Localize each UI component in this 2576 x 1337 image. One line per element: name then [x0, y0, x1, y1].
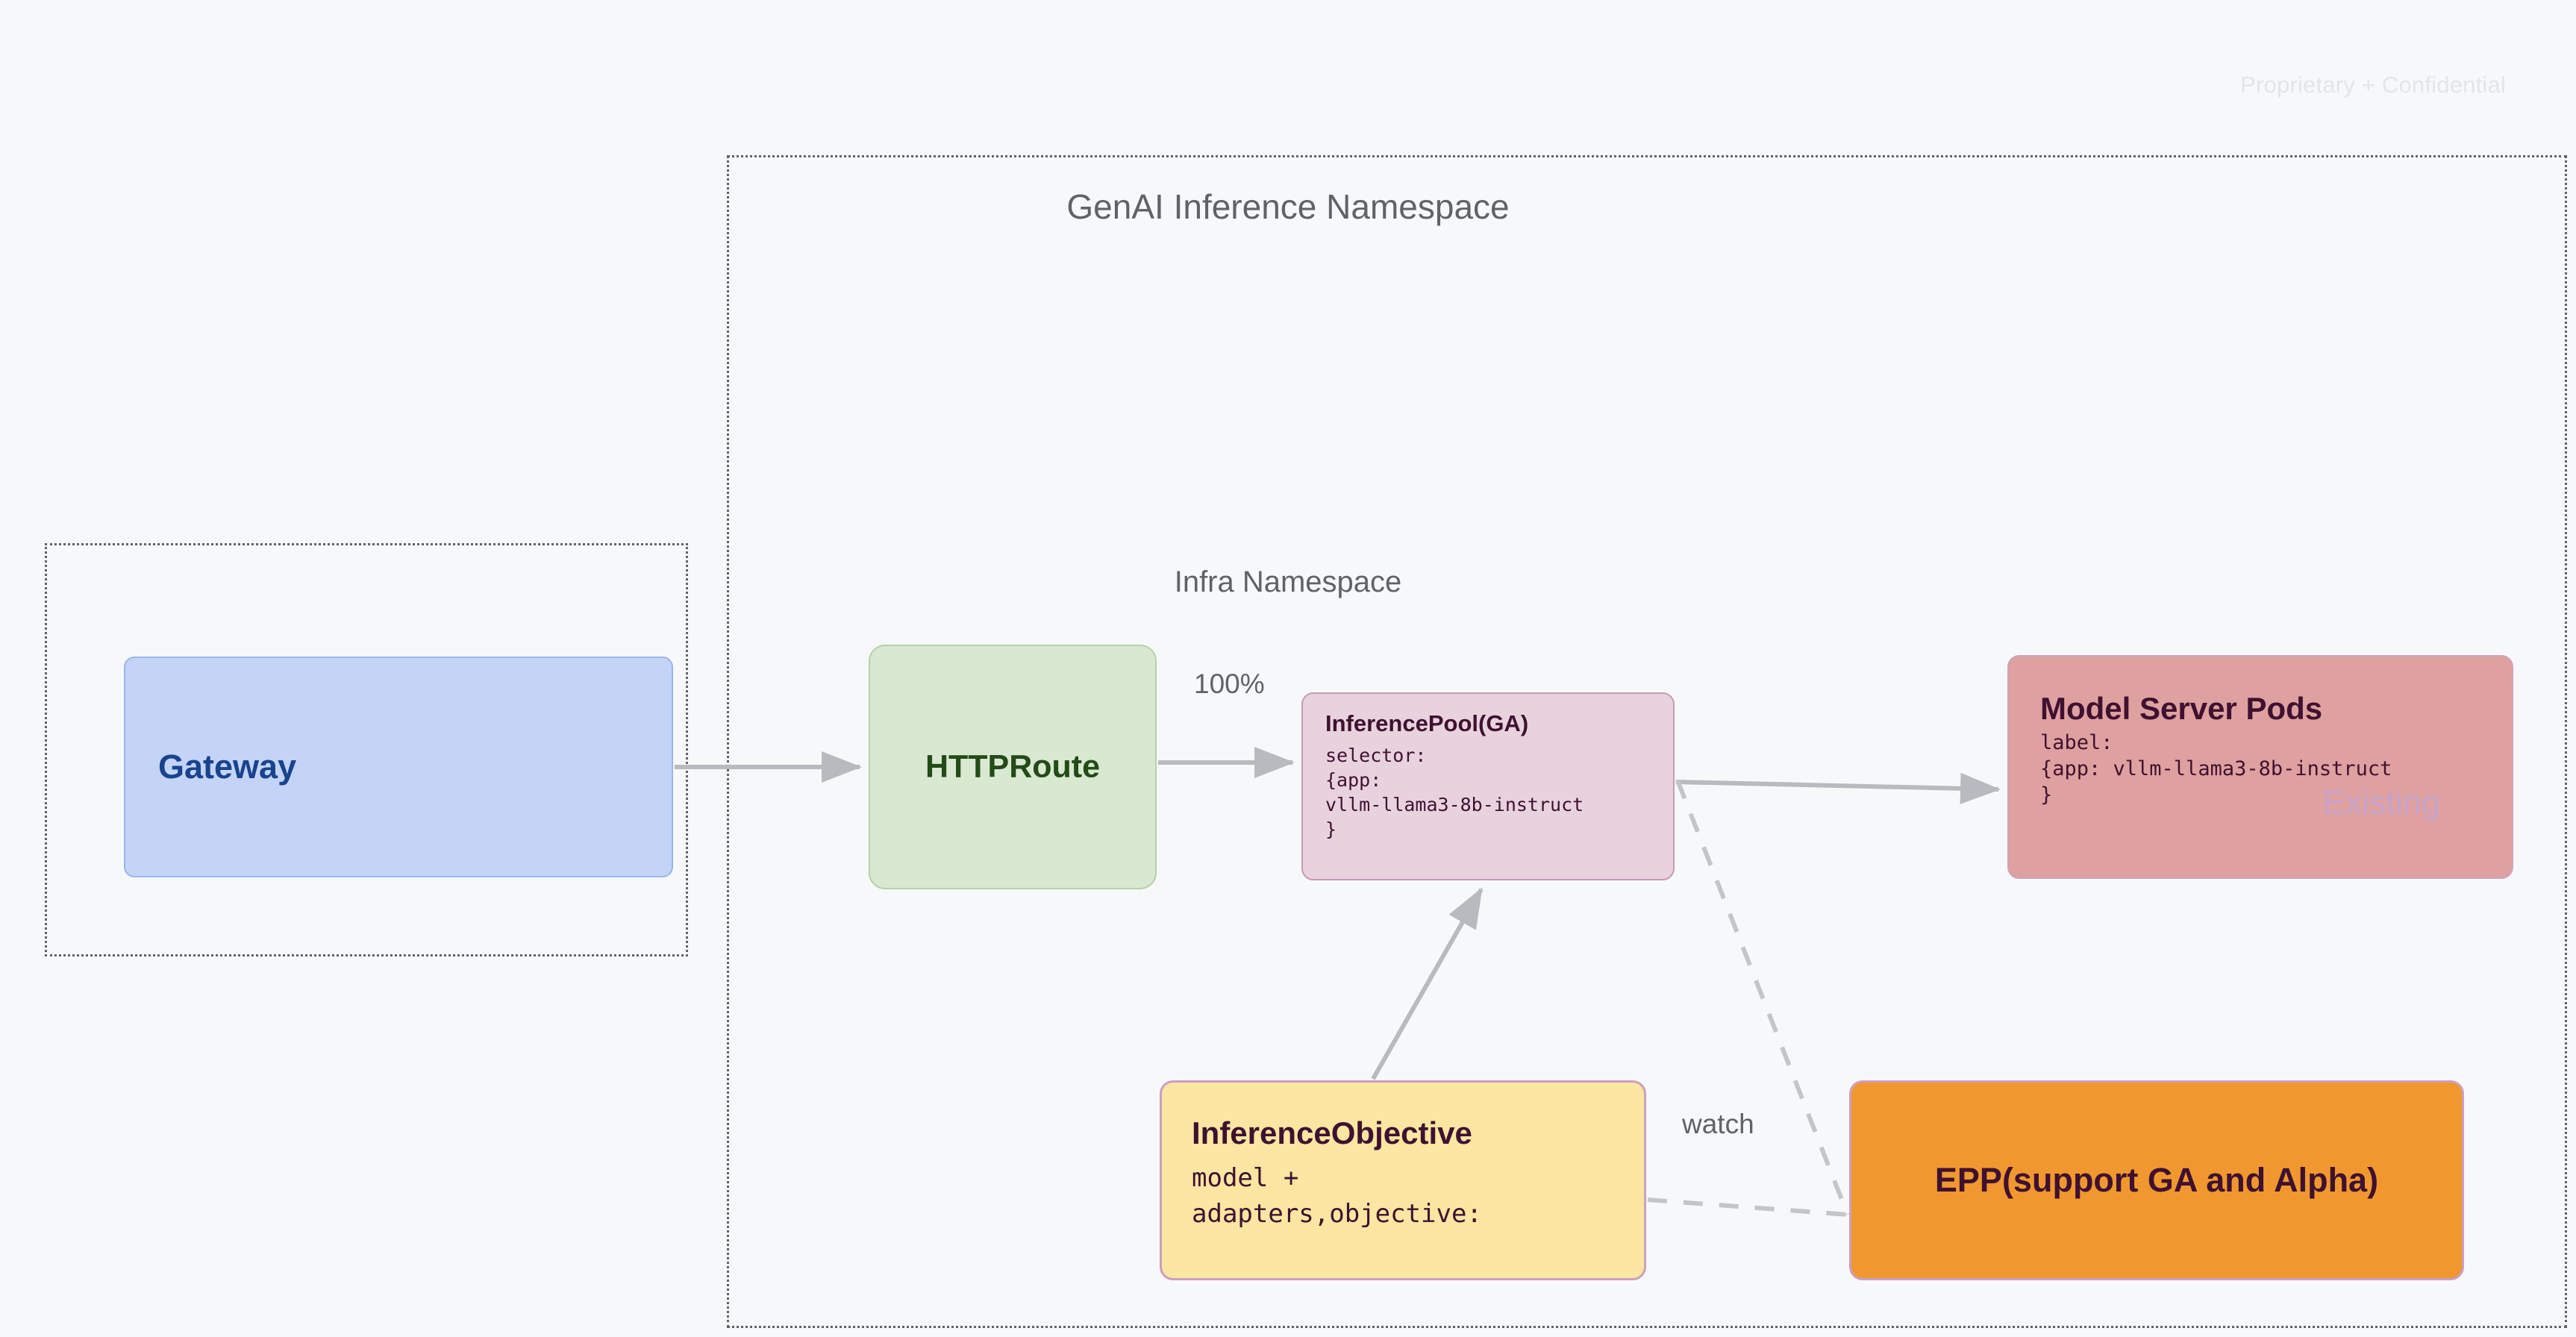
node-model-server-pods[interactable]: Model Server Pods label: {app: vllm-llam…	[2007, 655, 2513, 879]
node-model-server-pods-label: label: {app: vllm-llama3-8b-instruct }	[2040, 731, 2392, 807]
edge-label-watch: watch	[1682, 1109, 1754, 1139]
node-inferencepool-selector: selector: {app: vllm-llama3-8b-instruct …	[1325, 745, 1584, 840]
node-epp[interactable]: EPP(support GA and Alpha)	[1849, 1080, 2464, 1280]
status-badge-existing: Existing	[2322, 783, 2440, 821]
confidentiality-watermark: Proprietary + Confidential	[2240, 72, 2506, 98]
edge-label-traffic-weight: 100%	[1194, 668, 1265, 699]
node-model-server-pods-title: Model Server Pods	[2040, 691, 2323, 726]
node-inferenceobjective-title: InferenceObjective	[1192, 1115, 1472, 1150]
node-inferencepool[interactable]: InferencePool(GA) selector: {app: vllm-l…	[1301, 692, 1675, 880]
node-gateway-title: Gateway	[158, 748, 297, 786]
namespace-infra-title: Infra Namespace	[1174, 566, 1402, 598]
node-httproute-title: HTTPRoute	[925, 748, 1101, 785]
node-gateway[interactable]: Gateway	[124, 657, 673, 877]
namespace-genai-inference-title: GenAI Inference Namespace	[1066, 187, 1510, 226]
node-httproute[interactable]: HTTPRoute	[869, 645, 1157, 889]
node-inferencepool-title: InferencePool(GA)	[1325, 710, 1529, 736]
node-inferenceobjective[interactable]: InferenceObjective model + adapters,obje…	[1160, 1080, 1646, 1280]
namespace-infra	[45, 543, 688, 956]
node-inferenceobjective-spec: model + adapters,objective:	[1192, 1163, 1482, 1229]
node-epp-title: EPP(support GA and Alpha)	[1934, 1161, 2379, 1199]
namespace-genai-inference	[727, 155, 2567, 1328]
